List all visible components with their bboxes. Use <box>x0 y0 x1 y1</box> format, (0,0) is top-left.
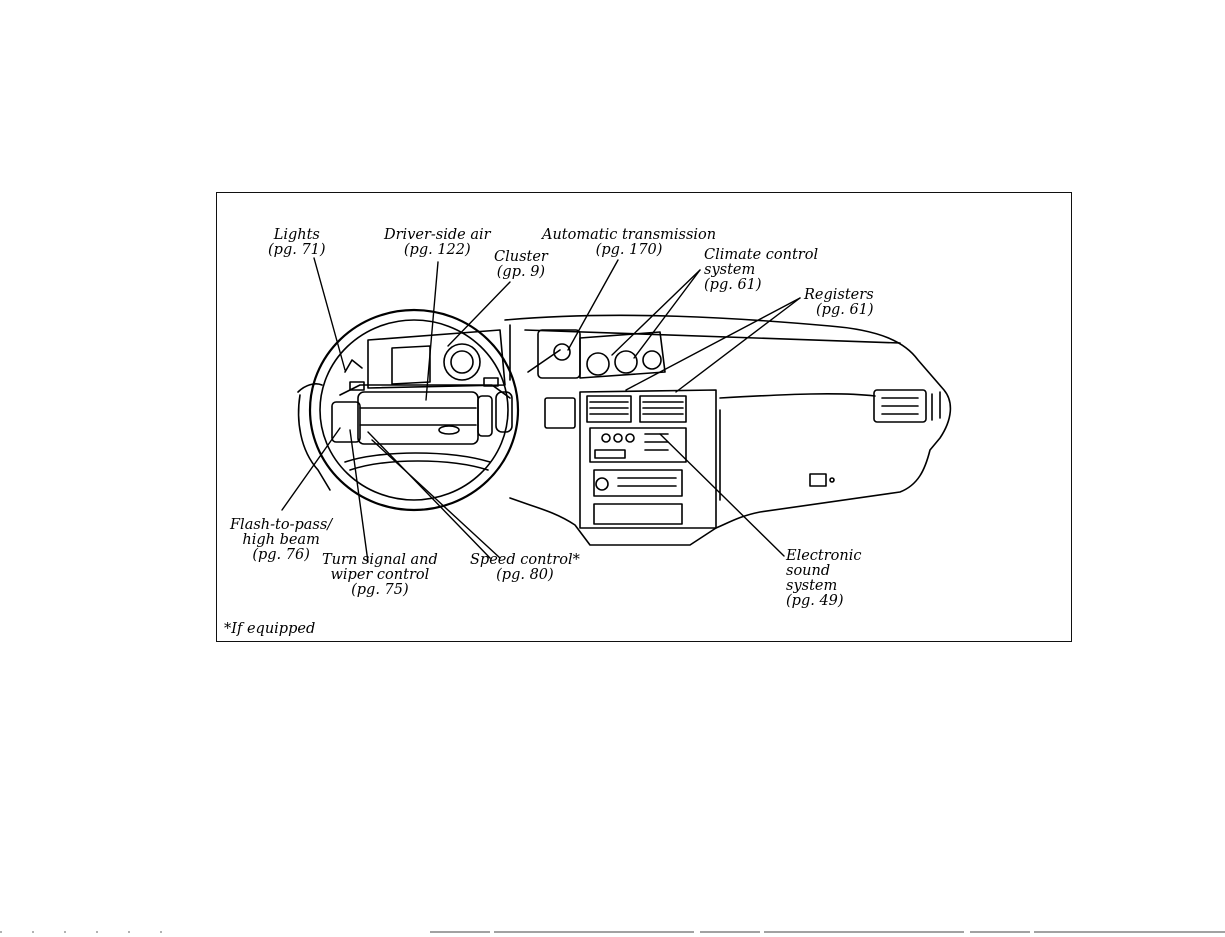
speed-page: (pg. 80) <box>470 568 580 583</box>
dashboard-outline <box>298 315 950 545</box>
label-cluster: Cluster (gp. 9) <box>494 250 548 280</box>
flash-page: (pg. 76) <box>230 548 332 563</box>
footnote: *If equipped <box>224 622 315 637</box>
sound-line2: sound <box>786 564 862 579</box>
passenger-dash <box>810 390 940 486</box>
label-climate-control: Climate control system (pg. 61) <box>704 248 818 293</box>
sound-page: (pg. 49) <box>786 594 862 609</box>
label-turn-signal: Turn signal and wiper control (pg. 75) <box>322 553 438 598</box>
label-automatic-transmission: Automatic transmission (pg. 170) <box>542 228 716 258</box>
sound-line3: system <box>786 579 862 594</box>
page-footer-rule <box>0 930 1225 934</box>
label-driver-side-air: Driver-side air (pg. 122) <box>384 228 491 258</box>
climate-line2: system <box>704 263 818 278</box>
label-registers: Registers (pg. 61) <box>804 288 874 318</box>
turn-line1: Turn signal and <box>322 553 438 568</box>
transmission-page: (pg. 170) <box>542 243 716 258</box>
speed-name: Speed control* <box>470 553 580 568</box>
driver-air-name: Driver-side air <box>384 228 491 243</box>
climate-line1: Climate control <box>704 248 818 263</box>
climate-page: (pg. 61) <box>704 278 818 293</box>
center-console <box>528 330 716 528</box>
registers-name: Registers <box>804 288 874 303</box>
turn-page: (pg. 75) <box>322 583 438 598</box>
cluster-name: Cluster <box>494 250 548 265</box>
label-flash-to-pass: Flash-to-pass/ high beam (pg. 76) <box>230 518 332 563</box>
instrument-cluster <box>345 330 505 390</box>
driver-air-page: (pg. 122) <box>384 243 491 258</box>
lights-name: Lights <box>268 228 326 243</box>
flash-line2: high beam <box>230 533 332 548</box>
turn-line2: wiper control <box>322 568 438 583</box>
label-electronic-sound-system: Electronic sound system (pg. 49) <box>786 549 862 609</box>
label-speed-control: Speed control* (pg. 80) <box>470 553 580 583</box>
sound-line1: Electronic <box>786 549 862 564</box>
cluster-page: (gp. 9) <box>494 265 548 280</box>
label-lights: Lights (pg. 71) <box>268 228 326 258</box>
transmission-name: Automatic transmission <box>542 228 716 243</box>
lights-page: (pg. 71) <box>268 243 326 258</box>
registers-page: (pg. 61) <box>804 303 874 318</box>
flash-line1: Flash-to-pass/ <box>230 518 332 533</box>
